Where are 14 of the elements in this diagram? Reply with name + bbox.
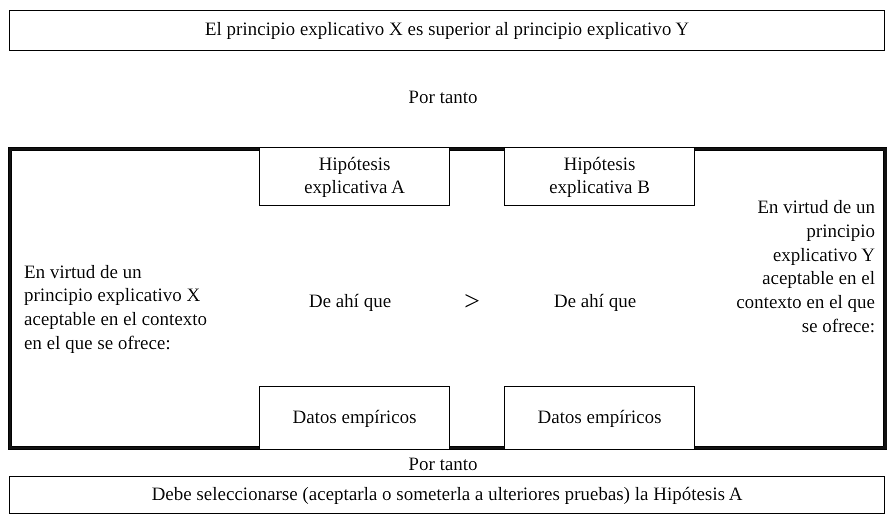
inference-text: De ahí que bbox=[552, 290, 638, 314]
connective-text: Por tanto bbox=[407, 86, 479, 110]
conclusion-box: Debe seleccionarse (aceptarla o someterla a ulteriores pruebas) la Hipótesis A bbox=[9, 476, 885, 514]
connective-text: Por tanto bbox=[407, 453, 479, 477]
greater-than-sign: > bbox=[463, 285, 481, 319]
premise-text: En virtud de un principio explicativo X aceptable en el contexto en el que se ofrece: bbox=[24, 260, 208, 356]
data-box: Datos empíricos bbox=[504, 386, 695, 450]
inference-text: De ahí que bbox=[308, 290, 392, 314]
data-box: Datos empíricos bbox=[259, 386, 450, 450]
hypothesis-box: Hipótesis explicativa B bbox=[504, 147, 695, 206]
statement-box: El principio explicativo X es superior al principio explicativo Y bbox=[9, 10, 885, 51]
hypothesis-box: Hipótesis explicativa A bbox=[259, 147, 450, 206]
argument-frame bbox=[8, 147, 887, 450]
premise-text: En virtud de un principio explicativo Y aceptable en el contexto en el que se ofrece: bbox=[735, 196, 875, 338]
